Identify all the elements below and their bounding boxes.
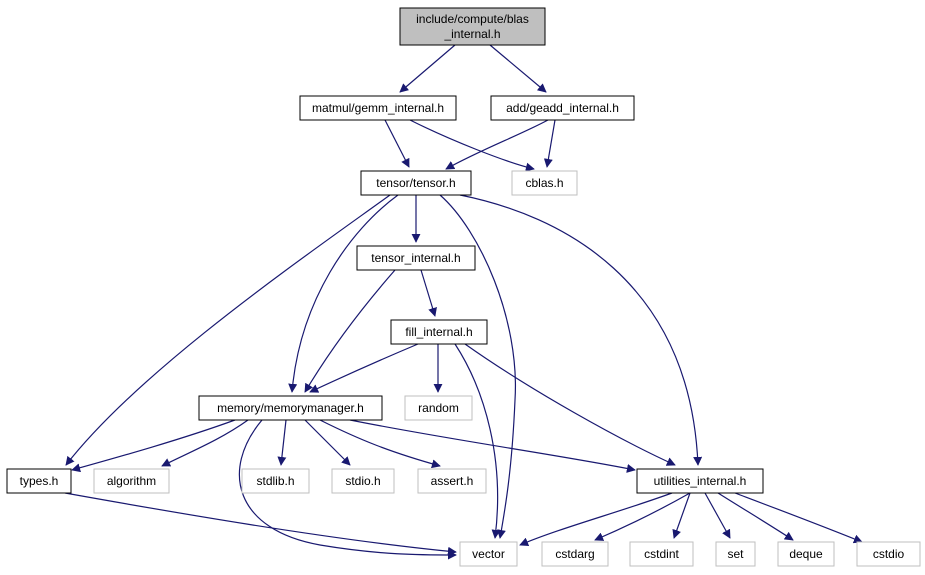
node-blas[interactable]: include/compute/blas_internal.h xyxy=(399,7,546,46)
node-fill[interactable]: fill_internal.h xyxy=(390,319,488,345)
edge-gemm-to-tensor xyxy=(384,119,410,168)
node-tensor[interactable]: tensor/tensor.h xyxy=(360,170,472,196)
node-box xyxy=(399,7,546,46)
node-label: stdlib.h xyxy=(256,474,294,488)
node-label: tensor_internal.h xyxy=(371,251,460,265)
edge-tensor_internal-to-memmgr xyxy=(304,269,396,393)
node-label: cstdarg xyxy=(555,547,594,561)
node-box xyxy=(331,468,395,494)
node-set: set xyxy=(715,541,756,567)
node-box xyxy=(715,541,756,567)
node-box xyxy=(490,95,635,121)
edge-tensor-to-vector xyxy=(439,194,517,539)
node-label: cstdint xyxy=(644,547,679,561)
edge-types-to-vector xyxy=(64,492,457,556)
edges xyxy=(64,44,863,560)
node-box xyxy=(459,541,518,567)
edge-tensor_internal-to-fill xyxy=(420,269,437,317)
node-label: add/geadd_internal.h xyxy=(506,101,619,115)
node-gemm[interactable]: matmul/gemm_internal.h xyxy=(299,95,457,121)
node-stdio: stdio.h xyxy=(331,468,395,494)
node-box xyxy=(856,541,921,567)
node-random: random xyxy=(404,395,473,421)
node-label: vector xyxy=(472,547,505,561)
node-cstdio: cstdio xyxy=(856,541,921,567)
edge-memmgr-to-utilities xyxy=(349,419,636,473)
edge-memmgr-to-stdio xyxy=(304,419,351,466)
node-box xyxy=(6,468,72,494)
edge-utilities-to-cstdint xyxy=(672,492,691,539)
node-box xyxy=(93,468,170,494)
node-vector: vector xyxy=(459,541,518,567)
edge-tensor-to-memmgr xyxy=(288,194,399,393)
node-assert: assert.h xyxy=(417,468,487,494)
edge-tensor-to-utilities xyxy=(459,194,703,466)
edge-geadd-to-cblas xyxy=(543,119,556,168)
node-box xyxy=(241,468,310,494)
node-cstdarg: cstdarg xyxy=(541,541,609,567)
edge-blas-to-geadd xyxy=(489,44,547,93)
nodes: include/compute/blas_internal.h matmul/ge… xyxy=(6,7,921,567)
node-label: tensor/tensor.h xyxy=(376,176,455,190)
node-box xyxy=(417,468,487,494)
node-box xyxy=(404,395,473,421)
node-label: memory/memorymanager.h xyxy=(217,401,364,415)
node-box xyxy=(636,468,764,494)
edge-utilities-to-vector xyxy=(519,492,673,546)
edge-utilities-to-set xyxy=(704,492,731,539)
node-box xyxy=(629,541,694,567)
node-label: cstdio xyxy=(873,547,905,561)
edge-utilities-to-deque xyxy=(717,492,794,541)
node-label: deque xyxy=(789,547,823,561)
edge-utilities-to-cstdarg xyxy=(594,492,691,541)
node-cstdint: cstdint xyxy=(629,541,694,567)
edge-utilities-to-cstdio xyxy=(734,492,863,544)
node-label: cblas.h xyxy=(525,176,563,190)
node-label: set xyxy=(727,547,744,561)
node-box xyxy=(360,170,472,196)
node-label: include/compute/blas xyxy=(416,12,529,26)
node-label: types.h xyxy=(20,474,59,488)
node-cblas: cblas.h xyxy=(511,170,578,196)
edge-memmgr-to-stdlib xyxy=(277,419,287,466)
node-label: random xyxy=(418,401,459,415)
node-label: matmul/gemm_internal.h xyxy=(312,101,444,115)
node-algorithm: algorithm xyxy=(93,468,170,494)
node-box xyxy=(198,395,383,421)
node-box xyxy=(356,245,476,271)
node-memmgr[interactable]: memory/memorymanager.h xyxy=(198,395,383,421)
node-label: assert.h xyxy=(431,474,474,488)
node-box xyxy=(390,319,488,345)
node-box xyxy=(777,541,835,567)
edge-gemm-to-cblas xyxy=(409,119,535,172)
node-label: _internal.h xyxy=(443,27,500,41)
node-label: stdio.h xyxy=(345,474,380,488)
node-tensor-internal[interactable]: tensor_internal.h xyxy=(356,245,476,271)
edge-geadd-to-tensor xyxy=(445,119,549,170)
edge-memmgr-to-algorithm xyxy=(161,419,249,467)
node-geadd[interactable]: add/geadd_internal.h xyxy=(490,95,635,121)
node-label: fill_internal.h xyxy=(405,325,472,339)
node-box xyxy=(511,170,578,196)
node-stdlib: stdlib.h xyxy=(241,468,310,494)
edge-memmgr-to-vector xyxy=(238,419,457,560)
node-box xyxy=(299,95,457,121)
node-deque: deque xyxy=(777,541,835,567)
edge-fill-to-vector xyxy=(454,343,501,539)
node-label: algorithm xyxy=(107,474,156,488)
node-box xyxy=(541,541,609,567)
edge-tensor-to-types xyxy=(65,194,391,466)
edge-blas-to-gemm xyxy=(399,44,456,93)
node-utilities[interactable]: utilities_internal.h xyxy=(636,468,764,494)
edge-fill-to-utilities xyxy=(464,343,676,466)
edge-fill-to-memmgr xyxy=(309,343,419,393)
edge-memmgr-to-types xyxy=(71,419,236,473)
edge-memmgr-to-assert xyxy=(319,419,441,469)
node-types[interactable]: types.h xyxy=(6,468,72,494)
node-label: utilities_internal.h xyxy=(654,474,747,488)
